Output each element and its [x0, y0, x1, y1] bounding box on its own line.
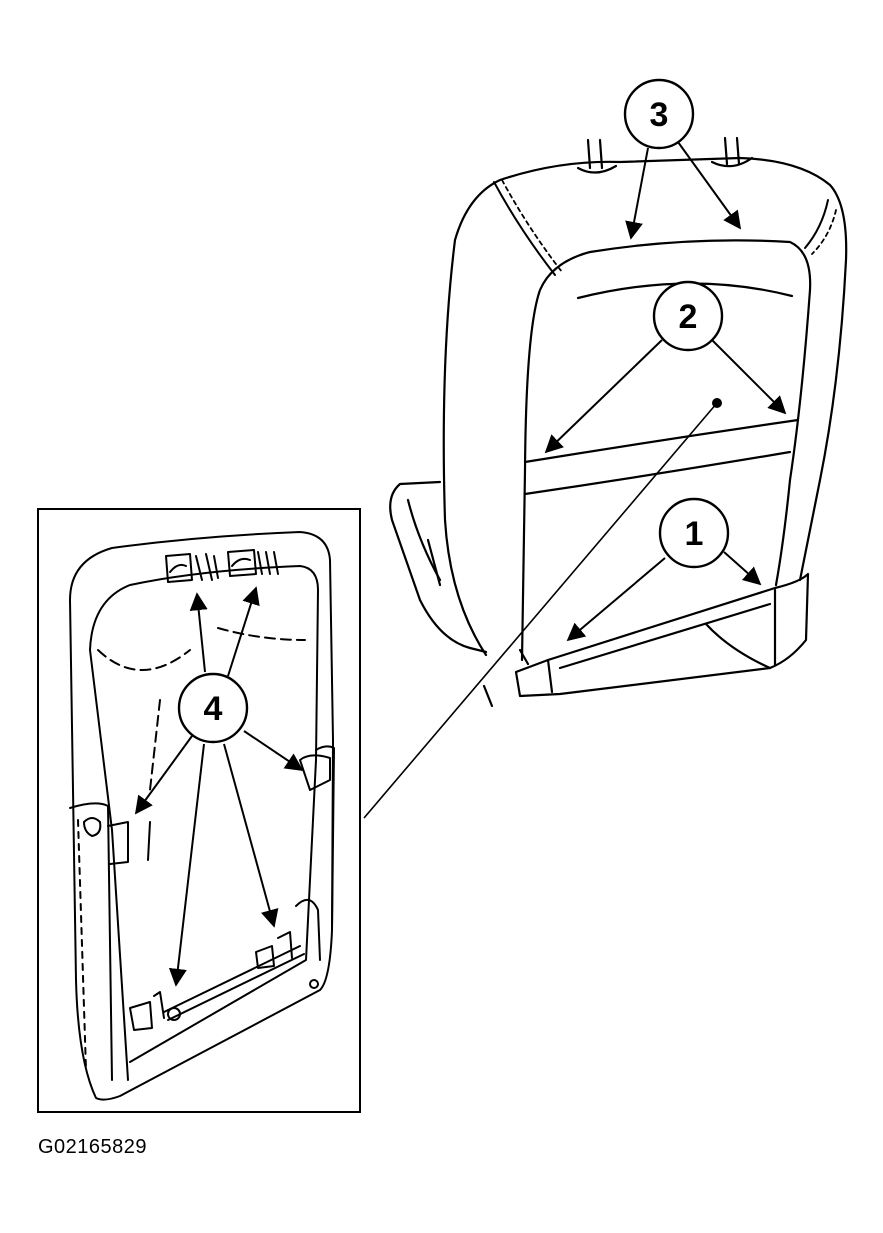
arrow-4e [168, 743, 205, 987]
callout-2: 2 [652, 280, 724, 352]
arrow-4d [134, 735, 193, 815]
lower-trim [514, 572, 810, 698]
arrow-4b [227, 586, 260, 677]
arrow-3b [677, 141, 742, 230]
rear-panel [520, 239, 812, 662]
arrow-2a [544, 339, 663, 454]
callout-4-label: 4 [204, 690, 223, 728]
callout-2-label: 2 [679, 298, 698, 336]
callout-4: 4 [177, 672, 249, 744]
arrow-2b [711, 339, 787, 415]
figure-id: G02165829 [38, 1136, 148, 1158]
detail-leader-line [363, 398, 722, 819]
panel-frame-detail [69, 531, 335, 1101]
callout-1-label: 1 [685, 515, 704, 553]
headrest-posts [576, 136, 754, 174]
seat-illustration [389, 136, 848, 708]
arrow-1b [723, 551, 762, 586]
arrow-1a [566, 557, 666, 642]
callout-3: 3 [623, 78, 695, 150]
arrow-4a [189, 592, 208, 673]
seat-cushion [389, 480, 488, 654]
arrow-4c [243, 730, 304, 772]
callout-1: 1 [658, 497, 730, 569]
seat-back-shell [442, 156, 848, 657]
arrow-3a [625, 147, 649, 240]
arrow-4f [223, 743, 279, 928]
callout-3-label: 3 [650, 96, 669, 134]
